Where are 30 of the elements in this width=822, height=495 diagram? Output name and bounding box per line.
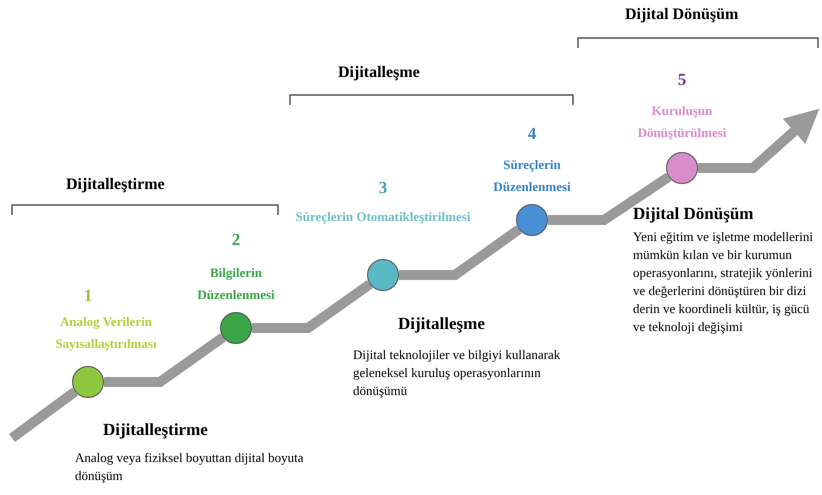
- step-circle: [72, 366, 104, 398]
- step-number: 3: [378, 178, 388, 198]
- step-circle: [220, 312, 252, 344]
- description-heading: Dijitalleşme: [398, 314, 485, 334]
- section-heading: Dijital Dönüşüm: [625, 6, 738, 24]
- connector-line: [548, 172, 672, 225]
- section-heading: Dijitalleştirme: [66, 176, 165, 194]
- step-circle: [516, 204, 548, 236]
- step-circle: [666, 152, 698, 184]
- step-title: Bilgilerin Düzenlenmesi: [196, 264, 276, 304]
- connector-line: [9, 387, 78, 442]
- step-title: Kuruluşun Dönüştürülmesi: [636, 102, 728, 142]
- arrow: [698, 108, 820, 173]
- step-number: 1: [82, 286, 94, 306]
- description-heading: Dijitalleştirme: [103, 420, 208, 440]
- step-number: 4: [526, 124, 538, 144]
- connector-line: [104, 333, 226, 387]
- connector-line: [252, 280, 373, 333]
- step-number: 5: [676, 70, 688, 90]
- step-number: 2: [230, 230, 242, 250]
- section-heading: Dijitalleşme: [338, 64, 420, 82]
- description-text: Analog veya fiziksel boyuttan dijital boyuta dönüşüm: [75, 449, 305, 485]
- step-circle: [367, 259, 399, 291]
- description-text: Dijital teknolojiler ve bilgiyi kullanarak geleneksel kuruluş operasyonlarının dönüşümü: [353, 346, 562, 400]
- description-heading: Dijital Dönüşüm: [633, 204, 754, 224]
- description-text: Yeni eğitim ve işletme modellerini mümkün kılan ve bir kurumun operasyonlarını, stratejik yönlerini ve değerlerini dönüştüren bir dizi derin ve koordineli kültür, iş gücü ve teknoloji değişimi: [633, 228, 814, 336]
- step-title: Süreçlerin Düzenlenmesi: [492, 156, 572, 196]
- connector-line: [399, 225, 522, 280]
- step-title: Süreçlerin Otomatikleştirilmesi: [294, 208, 472, 226]
- step-title: Analog Verilerin Sayısallaştırılması: [54, 313, 158, 353]
